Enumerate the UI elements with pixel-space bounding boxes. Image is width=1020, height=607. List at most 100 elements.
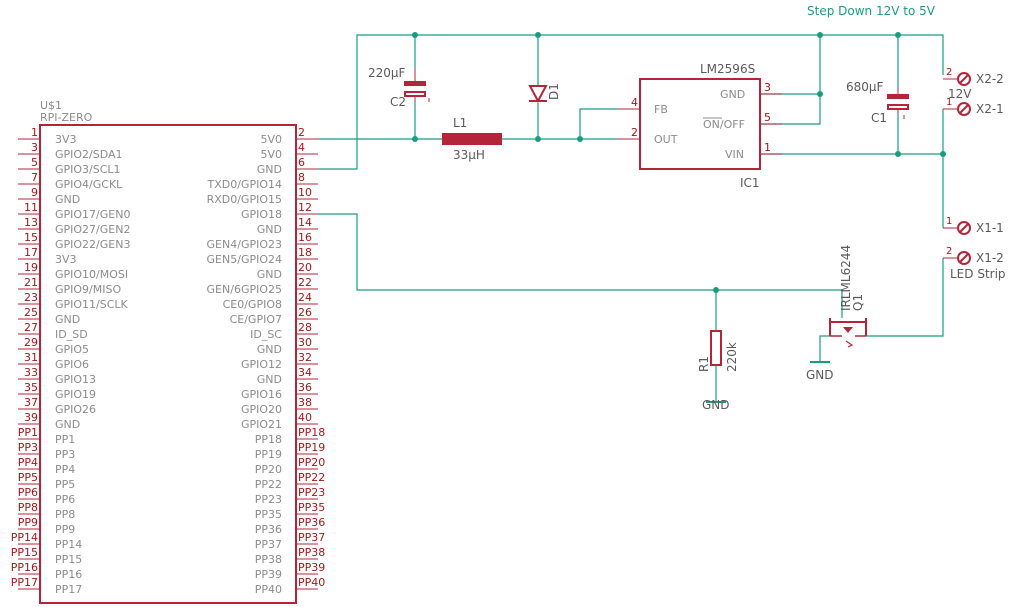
d1-ref: D1	[547, 83, 561, 100]
wire-gpio18-gate	[318, 213, 843, 318]
d1-triangle	[528, 85, 548, 104]
rpi-pin-number: 25	[24, 306, 38, 319]
rpi-pin-name: PP4	[55, 463, 75, 476]
schematic-title: Step Down 12V to 5V	[807, 4, 936, 18]
junction-dot	[412, 32, 418, 38]
rpi-pin-name: GPIO26	[55, 403, 96, 416]
rpi-pin-name: GND	[257, 163, 282, 176]
rpi-pin-number: 27	[24, 321, 38, 334]
rpi-pin-number: 2	[298, 126, 305, 139]
ic1-label-onoff: ON/OFF	[703, 118, 745, 131]
wire-feedback	[579, 108, 618, 139]
rpi-pin-number: 32	[298, 351, 312, 364]
x1-terminal-2	[957, 251, 971, 265]
diode-d1: D1	[528, 83, 561, 104]
rpi-pin-number: 16	[298, 231, 312, 244]
rpi-pin-name: GPIO3/SCL1	[55, 163, 121, 176]
junction-dot	[535, 136, 541, 142]
rpi-pin-number: 36	[298, 381, 312, 394]
rpi-pin-number: PP1	[18, 426, 38, 439]
rpi-pin-name: PP1	[55, 433, 75, 446]
rpi-pin-name: GPIO4/GCKL	[55, 178, 123, 191]
rpi-pin-name: GEN/6GPIO25	[207, 283, 282, 296]
rpi-pin-number: PP22	[298, 471, 325, 484]
rpi-pin-number: 8	[298, 171, 305, 184]
ic1-pinno-onoff: 5	[764, 111, 771, 124]
connector-x1: 1 2 X1-1 X1-2 LED Strip	[943, 216, 1006, 281]
junction-dot	[817, 32, 823, 38]
x1-pinno-1: 1	[946, 216, 952, 227]
rpi-pin-name: 5V0	[260, 133, 282, 146]
junction-dot	[412, 136, 418, 142]
rpi-pin-name: 3V3	[55, 133, 77, 146]
gnd-label-q1: GND	[806, 368, 834, 382]
rpi-pin-number: PP39	[298, 561, 325, 574]
regulator-ic1: LM2596S FB OUT GND ON/OFF VIN 4 2 3 5 1 …	[618, 62, 782, 190]
rpi-pin-name: GND	[55, 313, 80, 326]
rpi-pin-number: PP23	[298, 486, 325, 499]
rpi-pin-number: 19	[24, 261, 38, 274]
c1-plate-top	[887, 94, 909, 99]
rpi-pin-name: PP37	[255, 538, 282, 551]
rpi-pin-number: 11	[24, 201, 38, 214]
rpi-pin-number: 40	[298, 411, 312, 424]
rpi-pin-number: 34	[298, 366, 312, 379]
rpi-pin-number: PP38	[298, 546, 325, 559]
rpi-pin-name: CE0/GPIO8	[223, 298, 282, 311]
rpi-pin-number: PP15	[11, 546, 38, 559]
ground-symbol-r1: GND	[702, 398, 730, 412]
rpi-pin-name: PP23	[255, 493, 282, 506]
rpi-pin-name: GPIO18	[241, 208, 282, 221]
ic1-label-gnd: GND	[720, 88, 745, 101]
rpi-pin-number: 28	[298, 321, 312, 334]
rpi-pin-number: PP6	[18, 486, 38, 499]
rpi-pin-name: GPIO16	[241, 388, 282, 401]
mosfet-q1: IRLML6244 Q1	[829, 245, 867, 348]
rpi-pin-name: PP20	[255, 463, 282, 476]
rpi-pin-number: 35	[24, 381, 38, 394]
ic1-part: LM2596S	[700, 62, 755, 76]
rpi-pin-number: 38	[298, 396, 312, 409]
ic1-pinno-fb: 4	[631, 96, 638, 109]
c2-value: 220µF	[368, 66, 406, 80]
rpi-pin-number: 4	[298, 141, 305, 154]
capacitor-c2: 220µF C2	[368, 66, 430, 109]
rpi-pin-number: PP18	[298, 426, 325, 439]
rpi-pin-name: PP38	[255, 553, 282, 566]
rpi-pin-name: GPIO22/GEN3	[55, 238, 130, 251]
junctions	[412, 32, 946, 293]
rpi-pin-name: GPIO27/GEN2	[55, 223, 130, 236]
rpi-pin-name: PP5	[55, 478, 75, 491]
rpi-pin-number: PP20	[298, 456, 325, 469]
ic1-pinno-out: 2	[631, 126, 638, 139]
rpi-pin-number: 14	[298, 216, 312, 229]
l1-body	[442, 133, 502, 145]
rpi-pin-number: PP9	[18, 516, 38, 529]
rpi-pin-number: 5	[31, 156, 38, 169]
c1-value: 680µF	[846, 80, 884, 94]
r1-value: 220k	[725, 342, 739, 372]
rpi-pin-number: PP17	[11, 576, 38, 589]
rpi-pin-name: CE/GPIO7	[230, 313, 282, 326]
q1-body-diode	[845, 340, 854, 348]
ic1-label-out: OUT	[654, 133, 678, 146]
ic1-ref: IC1	[740, 176, 760, 190]
rpi-pin-name: PP16	[55, 568, 82, 581]
junction-dot	[713, 287, 719, 293]
rpi-pin-name: GND	[257, 343, 282, 356]
rpi-pin-name: PP3	[55, 448, 75, 461]
rpi-pin-name: PP8	[55, 508, 75, 521]
rpi-pin-number: 17	[24, 246, 38, 259]
r1-body	[710, 330, 722, 366]
rpi-pin-number: PP37	[298, 531, 325, 544]
junction-dot	[895, 32, 901, 38]
c1-plate-bottom	[887, 104, 909, 110]
rpi-pin-number: PP16	[11, 561, 38, 574]
x2-pin2-label: X2-2	[976, 72, 1004, 86]
rpi-pin-number: 1	[31, 126, 38, 139]
junction-dot	[940, 151, 946, 157]
rpi-pin-number: 30	[298, 336, 312, 349]
rpi-pin-name: GPIO10/MOSI	[55, 268, 128, 281]
rpi-pin-name: 3V3	[55, 253, 77, 266]
